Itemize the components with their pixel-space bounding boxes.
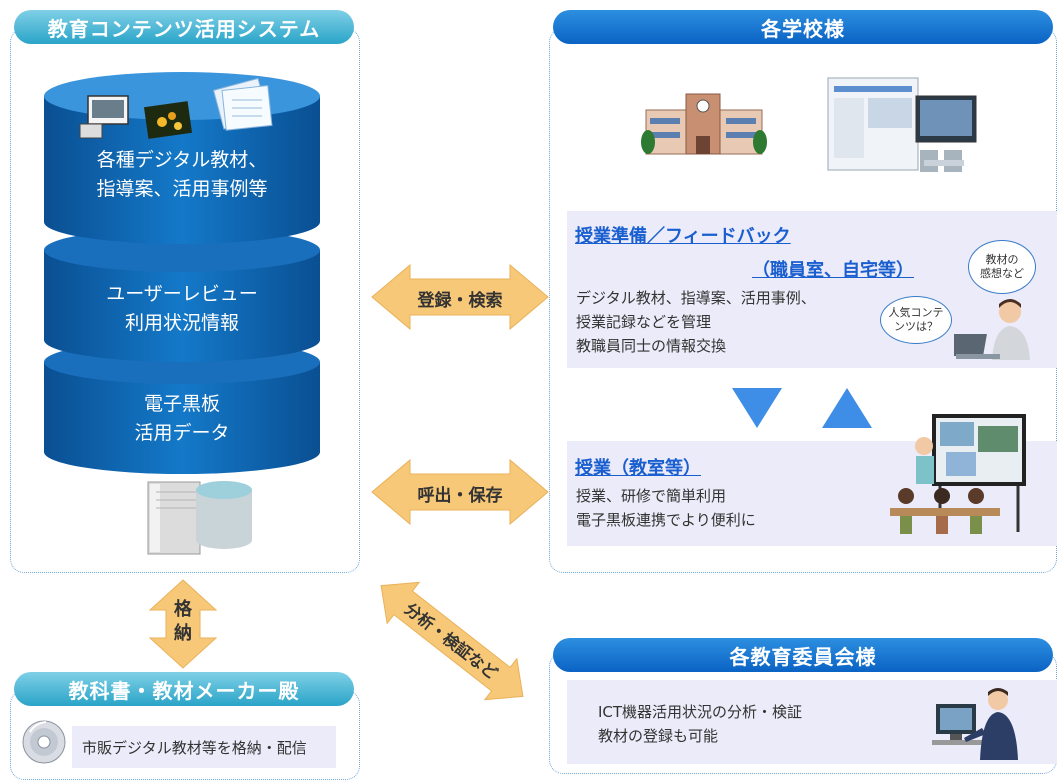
computer-icon <box>79 95 129 139</box>
up-triangle-icon <box>822 388 872 428</box>
question-bubble: 人気コンテ ンツは？ <box>880 296 952 344</box>
lesson-title[interactable]: 授業（教室等） <box>575 458 701 479</box>
arrow-store <box>148 579 218 669</box>
register-search-label: 登録・検索 <box>417 291 503 311</box>
schools-panel-title: 各学校様 <box>553 10 1053 44</box>
school-building-icon <box>641 93 767 155</box>
boards-panel-title: 各教育委員会様 <box>553 638 1053 672</box>
arrow-call-save <box>371 458 549 526</box>
documents-icon <box>212 77 273 131</box>
system-panel-title: 教育コンテンツ活用システム <box>14 10 354 44</box>
publishers-panel-title: 教科書・教材メーカー殿 <box>14 672 354 706</box>
call-save-label: 呼出・保存 <box>417 486 503 506</box>
person-at-computer-icon <box>932 688 1018 760</box>
publishers-text-box <box>72 726 336 768</box>
lesson-prep-text: デジタル教材、指導案、活用事例、 授業記録などを管理 教職員同士の情報交換 <box>576 289 816 355</box>
cylinder-layer-2 <box>44 250 320 362</box>
lesson-prep-title[interactable]: 授業準備／フィードバック <box>575 226 791 247</box>
store-label: 格 納 <box>174 599 192 644</box>
cylinder-layer-1 <box>44 96 320 244</box>
boards-text: ICT機器活用状況の分析・検証 教材の登録も可能 <box>598 703 803 745</box>
arrow-register-search <box>371 263 549 331</box>
cd-disc-icon <box>22 720 66 764</box>
arrow-analysis <box>380 581 524 701</box>
layer-2-text: ユーザーレビュー 利用状況情報 <box>106 283 258 334</box>
layer-1-text: 各種デジタル教材、 指導案、活用事例等 <box>96 149 268 200</box>
database-cylinder <box>44 72 320 555</box>
feedback-bubble: 教材の 感想など <box>968 240 1036 294</box>
interactive-whiteboard-icon <box>890 414 1026 534</box>
cylinder-layer-3 <box>44 362 320 474</box>
publishers-text: 市販デジタル教材等を格納・配信 <box>82 739 307 757</box>
lesson-text: 授業、研修で簡単利用 電子黒板連携でより便利に <box>576 487 756 529</box>
lesson-prep-subtitle[interactable]: （職員室、自宅等） <box>752 260 914 281</box>
classroom-screens-icon <box>827 77 977 172</box>
down-triangle-icon <box>732 388 782 428</box>
layer-3-text: 電子黒板 活用データ <box>134 393 230 444</box>
server-icon <box>147 481 252 555</box>
teacher-at-laptop-icon <box>954 299 1030 360</box>
photo-icon <box>143 101 193 139</box>
